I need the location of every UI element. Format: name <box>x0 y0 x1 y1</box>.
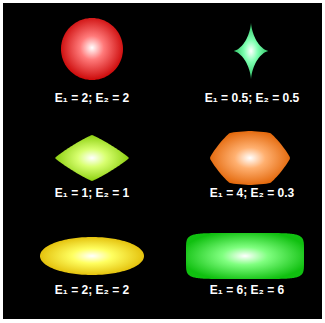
diamond-shape <box>55 135 129 181</box>
box-shape <box>186 233 304 279</box>
star-shape <box>233 22 269 80</box>
parameter-label: E₁ = 2; E₂ = 2 <box>55 283 129 297</box>
ellipse-shape <box>40 237 144 275</box>
parameter-label: E₁ = 6; E₂ = 6 <box>210 283 284 297</box>
black-ground <box>3 3 322 319</box>
hexagon-shape <box>210 131 290 185</box>
parameter-label: E₁ = 2; E₂ = 2 <box>55 91 129 105</box>
parameter-label: E₁ = 1; E₂ = 1 <box>55 186 129 200</box>
parameter-label: E₁ = 4; E₂ = 0.3 <box>210 186 294 200</box>
sphere-shape <box>61 18 123 80</box>
parameter-label: E₁ = 0.5; E₂ = 0.5 <box>205 91 299 105</box>
